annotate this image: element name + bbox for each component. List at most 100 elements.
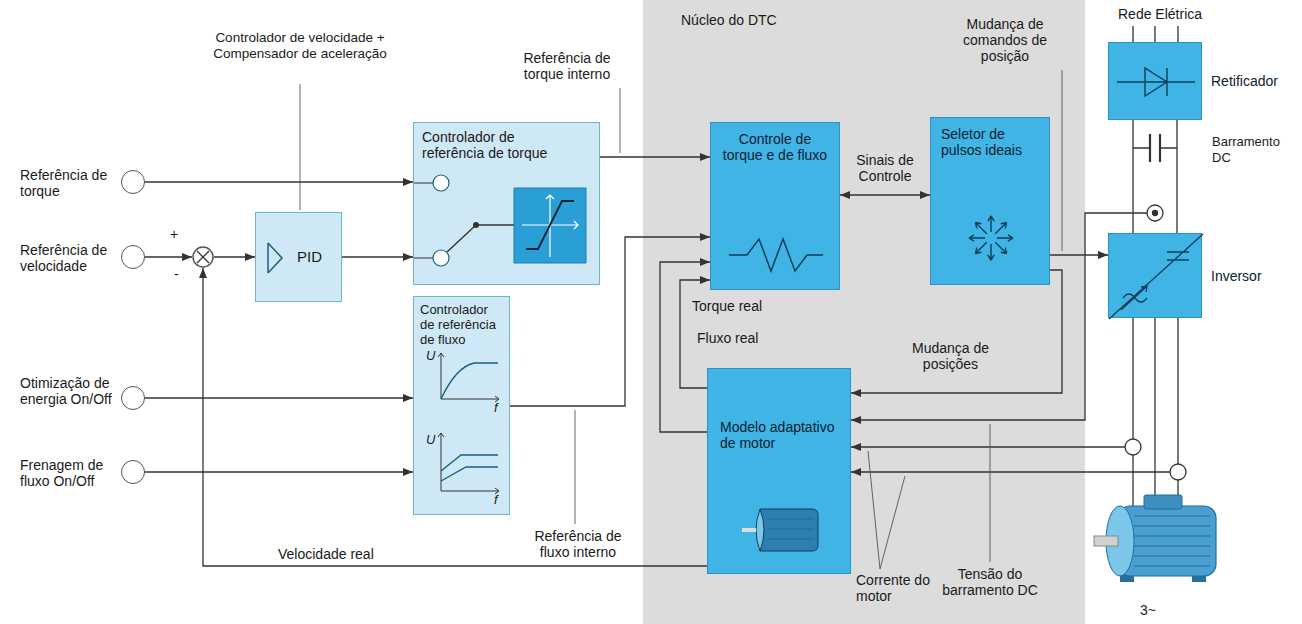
signal-name: Velocidade real <box>278 546 374 562</box>
symbol-stroke <box>742 528 756 532</box>
symbol-stroke <box>997 235 1013 241</box>
current-sensor <box>1125 439 1141 455</box>
axis-label: U <box>426 432 435 448</box>
terminal-box <box>1144 495 1182 509</box>
symbol-stroke <box>193 247 213 267</box>
node-text: Controle de torque e de fluxo <box>711 123 839 171</box>
signal-connector <box>145 397 413 398</box>
symbol-stroke <box>441 363 498 399</box>
leader-line <box>300 84 301 210</box>
symbol-stroke <box>197 251 209 263</box>
adaptive-motor-model: Modelo adaptativo de motor <box>707 368 851 574</box>
torque-flux-control: Controle de torque e de fluxo <box>710 122 840 290</box>
symbol-stroke <box>526 201 574 249</box>
signal-connector <box>203 268 707 566</box>
signal-connector <box>342 256 413 257</box>
signal-connector <box>214 256 255 257</box>
node-text: Modelo adaptativo de motor <box>708 369 850 451</box>
phase-label: 3~ <box>1140 602 1156 618</box>
signal-connector <box>840 194 930 195</box>
signal-name: Tensão do barramento DC <box>935 566 1045 598</box>
symbol-stroke <box>1109 234 1203 319</box>
symbol-stroke <box>760 509 818 551</box>
dc-bus-rail <box>1176 120 1177 233</box>
node-text: + <box>170 226 178 242</box>
symbol-stroke <box>433 175 449 191</box>
input-terminal: Frenagem de fluxo On/Off <box>121 460 145 484</box>
torque-reference-controller: Controlador de referência de torque <box>413 122 600 285</box>
voltage-sensor-dot <box>1153 211 1158 216</box>
signal-connector <box>1132 120 1133 233</box>
motor-fins <box>1134 516 1210 566</box>
signal-name: Mudança de posições <box>898 340 1003 372</box>
symbol-stroke <box>768 519 814 539</box>
axis-label: f <box>494 492 498 508</box>
current-wire <box>851 446 1125 447</box>
node-text: Retificador <box>1211 73 1278 89</box>
node-text: Controlador de referência de fluxo <box>414 297 509 352</box>
symbol-stroke <box>729 239 823 271</box>
inverter-block: Inversor <box>1108 233 1202 318</box>
input-terminal: Referência de velocidade <box>121 245 145 269</box>
axis-label: U <box>426 348 435 364</box>
symbol-stroke <box>268 243 282 273</box>
motor-shaft <box>1094 536 1118 546</box>
supply-label: Rede Elétrica <box>1118 6 1202 22</box>
symbol-stroke <box>975 222 986 233</box>
symbol-stroke <box>756 509 764 551</box>
node-text: Núcleo do DTC <box>681 12 777 28</box>
symbol-stroke <box>514 188 586 263</box>
node-text: PID <box>256 213 341 265</box>
block-symbol <box>1109 43 1201 119</box>
signal-connector <box>660 262 710 432</box>
summing-junction: +- <box>192 246 214 268</box>
node-text: Inversor <box>1211 268 1262 284</box>
node-text: Seletor de pulsos ideais <box>931 118 1049 166</box>
capacitor-symbol <box>1150 134 1160 162</box>
motor-wire <box>1133 318 1178 508</box>
symbol-stroke <box>438 353 499 402</box>
symbol-stroke <box>447 225 514 252</box>
symbol-stroke <box>1117 68 1195 96</box>
pid-block: PID <box>255 212 342 302</box>
leader-line <box>620 88 621 153</box>
signal-connector <box>1050 254 1108 255</box>
dtc-core-fill <box>643 0 1085 624</box>
signal-name: Corrente do motor <box>856 572 931 604</box>
symbol-stroke <box>995 222 1006 233</box>
voltage-sensor <box>1147 205 1163 221</box>
symbol-stroke <box>975 242 986 253</box>
signal-connector <box>600 156 710 157</box>
current-sensor <box>1170 464 1186 480</box>
symbol-stroke <box>522 195 578 257</box>
leader-group <box>300 70 1062 569</box>
symbol-stroke <box>433 250 449 266</box>
symbol-stroke <box>995 242 1006 253</box>
symbol-stroke <box>988 216 994 232</box>
signal-connector <box>145 256 192 257</box>
block-symbol <box>1109 234 1201 317</box>
node-text: - <box>174 266 179 282</box>
pulse-selector: Seletor de pulsos ideais <box>930 117 1050 285</box>
axis-label: f <box>494 400 498 416</box>
rectifier-block: Retificador <box>1108 42 1202 120</box>
leader-line <box>868 451 905 569</box>
symbol-stroke <box>438 433 499 494</box>
leader-line <box>575 410 576 524</box>
signal-name: Fluxo real <box>697 330 758 346</box>
signal-name: Referência de torque interno <box>507 50 627 82</box>
drawing-part <box>1134 516 1210 566</box>
leader-line <box>1062 70 1063 251</box>
bus-label: Barramento DC <box>1212 134 1298 166</box>
signal-connector <box>851 270 1062 393</box>
symbol-stroke <box>414 183 433 258</box>
input-terminal: Otimização de energia On/Off <box>121 386 145 410</box>
signal-connector <box>145 471 413 472</box>
signal-name: Torque real <box>692 298 762 314</box>
motor-illustration <box>1094 495 1216 582</box>
node-text: Frenagem de fluxo On/Off <box>20 457 112 489</box>
input-terminal: Referência de torque <box>121 170 145 194</box>
node-text: Referência de velocidade <box>20 242 112 274</box>
node-text: Otimização de energia On/Off <box>20 375 112 407</box>
